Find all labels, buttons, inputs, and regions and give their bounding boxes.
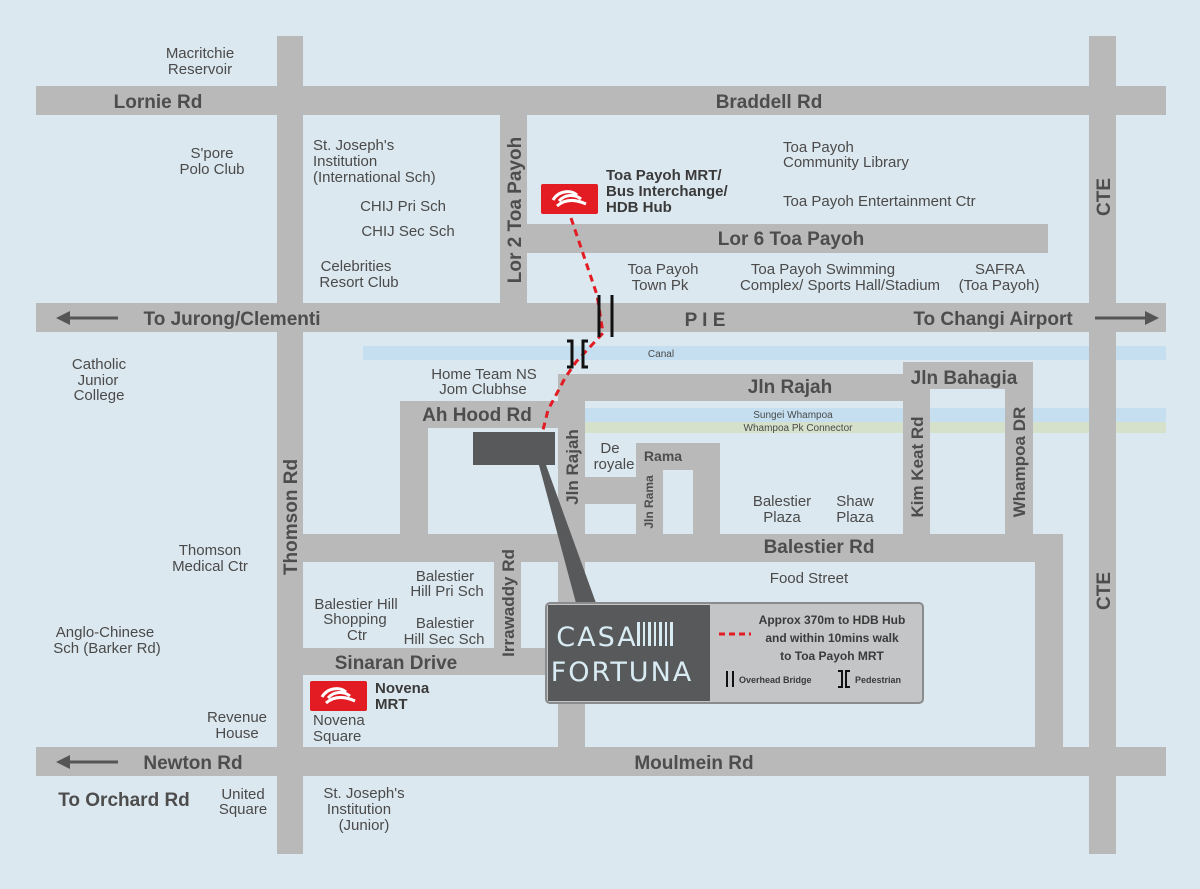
ah-hood-road-stub	[400, 428, 428, 535]
sungei-whampoa	[585, 408, 1166, 422]
road-label-lor2: Lor 2 Toa Payoh	[505, 137, 526, 283]
road-label-braddell: Braddell Rd	[716, 92, 823, 113]
road-label-lornie: Lornie Rd	[114, 92, 203, 113]
road-label-jln-rajah: Jln Rajah	[748, 377, 832, 398]
road-label-to-orchard: To Orchard Rd	[58, 790, 190, 811]
road-label-jln-rajah-vertical: Jln Rajah	[563, 429, 582, 505]
sinaran-drive	[303, 648, 558, 675]
road-label-pie: P I E	[685, 310, 726, 331]
road-label-newton: Newton Rd	[143, 753, 242, 774]
brand-bars-icon	[637, 622, 673, 646]
place-tp-entertainment: Toa Payoh Entertainment Ctr	[783, 193, 976, 210]
road-label-cte-bottom: CTE	[1094, 572, 1115, 610]
road-label-cte-top: CTE	[1094, 178, 1115, 216]
legend-pedestrian: Pedestrian	[855, 675, 901, 685]
road-label-irrawaddy: Irrawaddy Rd	[499, 549, 518, 657]
road-label-thomson: Thomson Rd	[281, 459, 302, 575]
road-label-rama: Rama	[644, 448, 682, 464]
brand-casa: CASA	[556, 622, 637, 653]
road-label-sinaran: Sinaran Drive	[335, 653, 458, 674]
road-label-to-jurong: To Jurong/Clementi	[144, 309, 321, 330]
jln-rajah-east-road	[585, 374, 905, 401]
overhead-bridge-legend-icon	[726, 671, 734, 687]
road-label-lor6: Lor 6 Toa Payoh	[718, 229, 864, 250]
balestier-road	[303, 534, 1063, 562]
brand-panel	[548, 605, 710, 701]
place-food-street: Food Street	[770, 570, 849, 587]
de-royale-lane	[585, 477, 636, 504]
jln-bahagia-road	[903, 362, 1033, 389]
arrow-left-newton-icon	[56, 755, 118, 769]
braddell-road	[36, 86, 1166, 115]
pedestrian-legend-icon	[838, 670, 850, 688]
legend-overhead-bridge: Overhead Bridge	[739, 675, 812, 685]
road-label-jln-bahagia: Jln Bahagia	[911, 368, 1018, 389]
road-label-jln-rama: Jln Rama	[642, 475, 656, 529]
mrt-label-toa-payoh: Toa Payoh MRT/Bus Interchange/HDB Hub	[606, 167, 729, 216]
lor-2-toa-payoh-road	[500, 115, 527, 303]
place-chij-pri: CHIJ Pri Sch	[360, 198, 446, 215]
site-callout-pointer	[539, 465, 596, 603]
cte-expressway	[1089, 36, 1116, 854]
road-label-moulmein: Moulmein Rd	[634, 753, 753, 774]
road-label-whampoa-dr: Whampoa DR	[1010, 407, 1029, 518]
balestier-east-road	[1035, 534, 1063, 747]
road-label-ah-hood: Ah Hood Rd	[422, 405, 532, 426]
arrow-left-west-icon	[56, 311, 118, 325]
casa-fortuna-site	[473, 432, 555, 465]
sungei-whampoa-label: Sungei Whampoa	[753, 410, 833, 421]
lor-6-toa-payoh-road	[527, 224, 1048, 253]
newton-moulmein-road	[36, 747, 1166, 776]
place-safra: SAFRA(Toa Payoh)	[959, 261, 1040, 294]
road-network	[36, 36, 1166, 854]
whampoa-drive	[1005, 389, 1033, 534]
arrow-right-east-icon	[1095, 311, 1159, 325]
thomson-road	[277, 36, 303, 854]
road-label-to-changi: To Changi Airport	[913, 309, 1073, 330]
place-chij-sec: CHIJ Sec Sch	[361, 223, 454, 240]
rama-road	[636, 443, 720, 470]
brand-fortuna: FORTUNA	[551, 657, 694, 688]
overhead-bridge-marker	[597, 295, 614, 337]
ah-hood-road	[400, 401, 558, 428]
mrt-logo-icon	[310, 681, 367, 711]
road-label-kim-keat: Kim Keat Rd	[908, 416, 927, 517]
kim-keat-road	[903, 389, 930, 534]
rama-loop-road	[693, 470, 720, 534]
pedestrian-crossing-marker	[567, 339, 588, 369]
canal	[363, 346, 1166, 360]
road-label-balestier: Balestier Rd	[764, 537, 875, 558]
whampoa-pk-connector	[585, 422, 1166, 433]
walk-route-line	[541, 217, 605, 431]
jln-rama-road	[636, 470, 663, 534]
mrt-logo-icon	[541, 184, 598, 214]
connector-label: Whampoa Pk Connector	[744, 423, 854, 434]
canal-label: Canal	[648, 349, 674, 360]
